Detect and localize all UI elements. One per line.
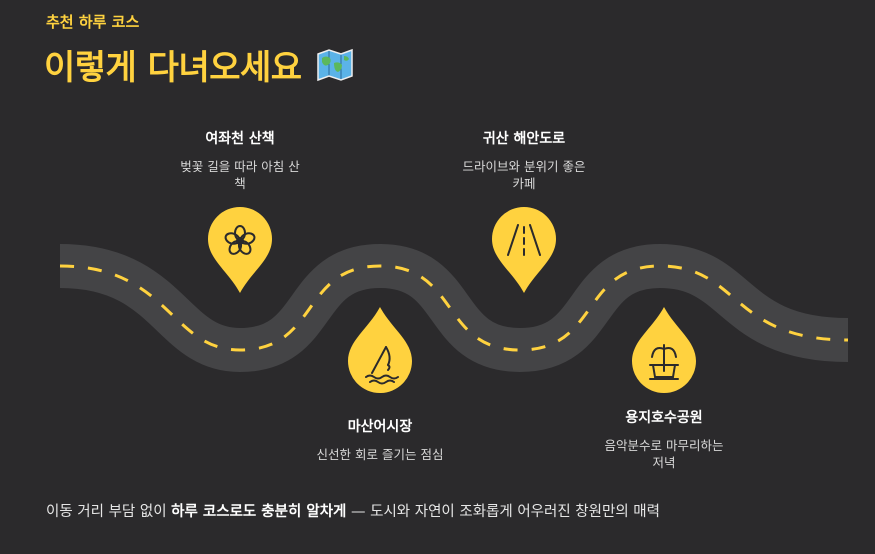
flower-icon	[224, 225, 256, 255]
footer-highlight: 하루 코스로도 충분히 알차게	[171, 504, 347, 520]
stop-description: 신선한 회로 즐기는 점심	[316, 447, 444, 462]
stop-2: 마산어시장 신선한 회로 즐기는 점심	[290, 416, 470, 463]
stop-4: 용지호수공원 음악분수로 마무리하는 저녁	[574, 407, 754, 471]
stop-title: 용지호수공원	[625, 410, 703, 426]
stop-title: 마산어시장	[347, 419, 413, 435]
stop-description: 벚꽃 길을 따라 아침 산 책	[180, 159, 300, 191]
stop-3: 귀산 해안도로 드라이브와 분위기 좋은 카페	[434, 128, 614, 192]
road-icon	[507, 224, 541, 256]
stop-title: 여좌천 산책	[205, 131, 275, 147]
page-title-text: 이렇게 다녀오세요	[44, 48, 302, 88]
eyebrow-label: 추천 하루 코스	[46, 13, 140, 31]
stop-1: 여좌천 산책 벚꽃 길을 따라 아침 산 책	[150, 128, 330, 192]
page-title: 이렇게 다녀오세요	[44, 40, 354, 89]
stop-4-pin[interactable]	[632, 305, 696, 393]
world-map-icon	[316, 48, 353, 81]
fountain-icon	[649, 344, 679, 380]
stop-2-pin[interactable]	[348, 305, 412, 393]
stop-title: 귀산 해안도로	[482, 131, 566, 147]
stop-1-pin[interactable]	[208, 207, 272, 295]
stop-3-pin[interactable]	[492, 207, 556, 295]
fishing-icon	[365, 346, 399, 385]
stop-description: 드라이브와 분위기 좋은 카페	[462, 159, 586, 191]
stop-description: 음악분수로 마무리하는 저녁	[604, 438, 724, 470]
footer-caption: 이동 거리 부담 없이 하루 코스로도 충분히 알차게 — 도시와 자연이 조화…	[46, 504, 660, 520]
